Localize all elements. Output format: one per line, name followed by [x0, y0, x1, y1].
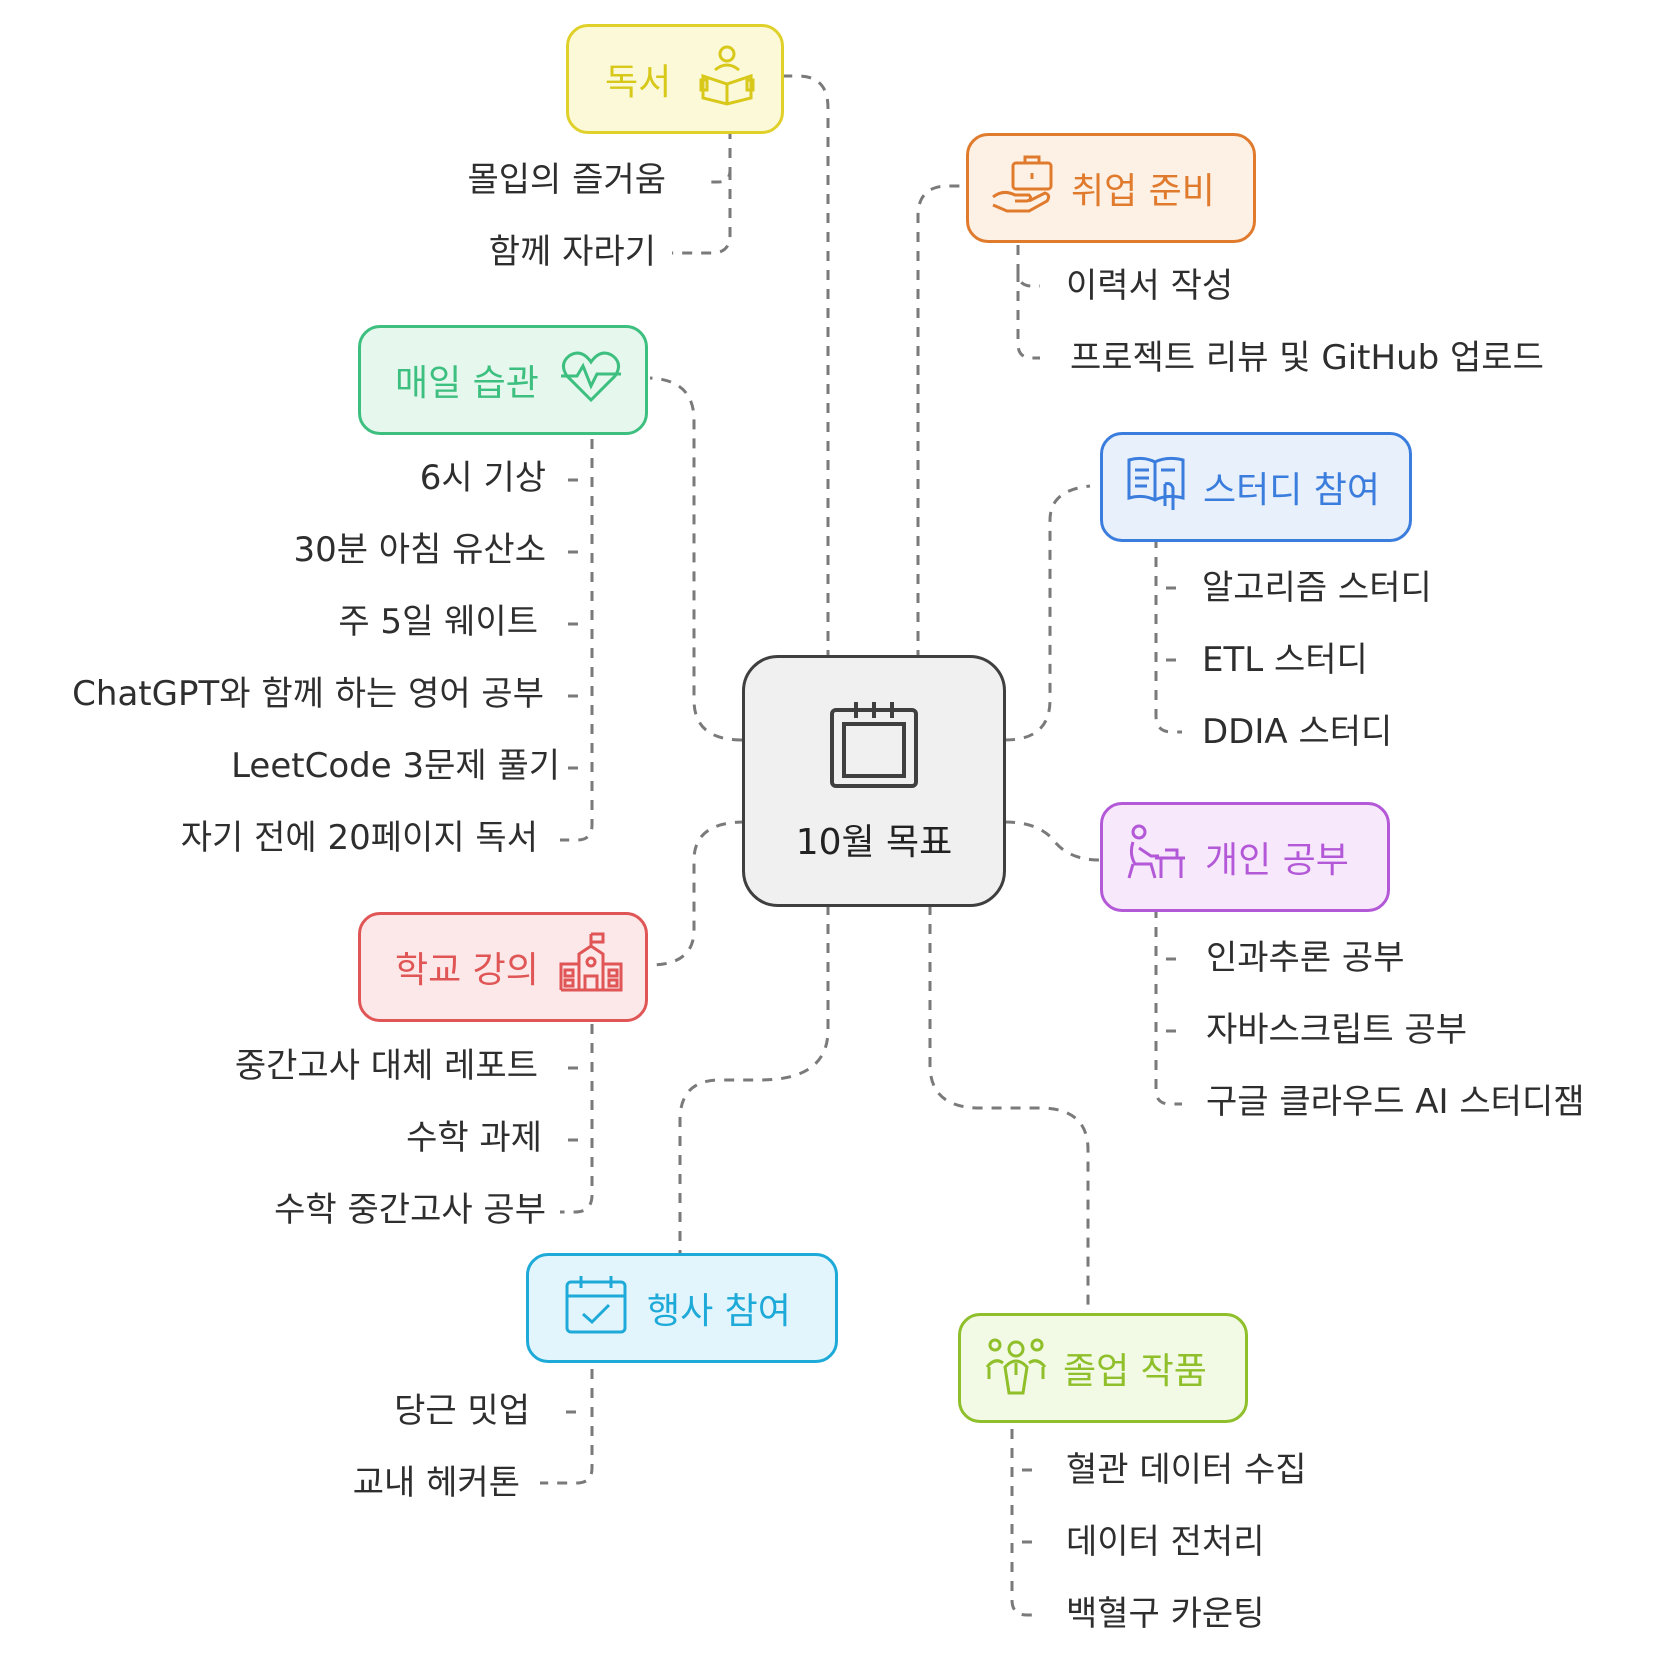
- branch-reading-label: 독서: [605, 62, 672, 103]
- branch-event[interactable]: 행사 참여: [526, 1253, 838, 1363]
- grad-item: 혈관 데이터 수집: [1066, 1450, 1307, 1490]
- calendar-check-icon: [565, 1274, 627, 1343]
- branch-event-label: 행사 참여: [647, 1291, 791, 1332]
- branch-habit[interactable]: 매일 습관: [358, 325, 648, 435]
- branch-job-label: 취업 준비: [1071, 171, 1215, 212]
- branch-habit-label: 매일 습관: [395, 363, 539, 404]
- branch-personal[interactable]: 개인 공부: [1100, 802, 1390, 912]
- briefcase-hand-icon: [991, 155, 1055, 222]
- school-item: 수학 중간고사 공부: [274, 1190, 546, 1230]
- center-node: 10월 목표: [742, 655, 1006, 907]
- center-label: 10월 목표: [795, 821, 953, 863]
- reading-item: 몰입의 즐거움: [467, 160, 667, 200]
- branch-personal-label: 개인 공부: [1205, 840, 1349, 881]
- habit-item: 주 5일 웨이트: [338, 602, 538, 642]
- job-item: 프로젝트 리뷰 및 GitHub 업로드: [1070, 338, 1544, 378]
- personal-item: 구글 클라우드 AI 스터디잼: [1206, 1082, 1585, 1122]
- job-item: 이력서 작성: [1066, 266, 1234, 306]
- habit-item: ChatGPT와 함께 하는 영어 공부: [72, 674, 544, 714]
- branch-school[interactable]: 학교 강의: [358, 912, 648, 1022]
- study-item: DDIA 스터디: [1202, 712, 1393, 752]
- reading-person-icon: [697, 44, 757, 115]
- branch-grad-label: 졸업 작품: [1063, 1351, 1207, 1392]
- calendar-icon: [826, 698, 922, 799]
- branch-study[interactable]: 스터디 참여: [1100, 432, 1412, 542]
- habit-item: 6시 기상: [419, 458, 546, 498]
- grad-item: 백혈구 카운팅: [1066, 1594, 1265, 1634]
- habit-item: 자기 전에 20페이지 독서: [180, 818, 538, 858]
- school-building-icon: [559, 932, 623, 1003]
- event-item: 당근 밋업: [394, 1391, 530, 1431]
- branch-school-label: 학교 강의: [395, 950, 539, 991]
- branch-job[interactable]: 취업 준비: [966, 133, 1256, 243]
- heartbeat-icon: [559, 348, 623, 413]
- school-item: 중간고사 대체 레포트: [234, 1046, 538, 1086]
- team-icon: [985, 1333, 1047, 1404]
- habit-item: 30분 아침 유산소: [293, 530, 546, 570]
- book-hand-icon: [1125, 454, 1187, 521]
- branch-reading[interactable]: 독서: [566, 24, 784, 134]
- reading-item: 함께 자라기: [488, 232, 656, 272]
- person-desk-icon: [1125, 824, 1187, 891]
- study-item: ETL 스터디: [1202, 640, 1368, 680]
- grad-item: 데이터 전처리: [1066, 1522, 1265, 1562]
- school-item: 수학 과제: [406, 1118, 542, 1158]
- study-item: 알고리즘 스터디: [1202, 568, 1432, 608]
- habit-item: LeetCode 3문제 풀기: [231, 746, 560, 786]
- branch-grad[interactable]: 졸업 작품: [958, 1313, 1248, 1423]
- event-item: 교내 헤커톤: [352, 1463, 520, 1503]
- branch-study-label: 스터디 참여: [1203, 470, 1381, 511]
- personal-item: 인과추론 공부: [1206, 938, 1405, 978]
- personal-item: 자바스크립트 공부: [1206, 1010, 1468, 1050]
